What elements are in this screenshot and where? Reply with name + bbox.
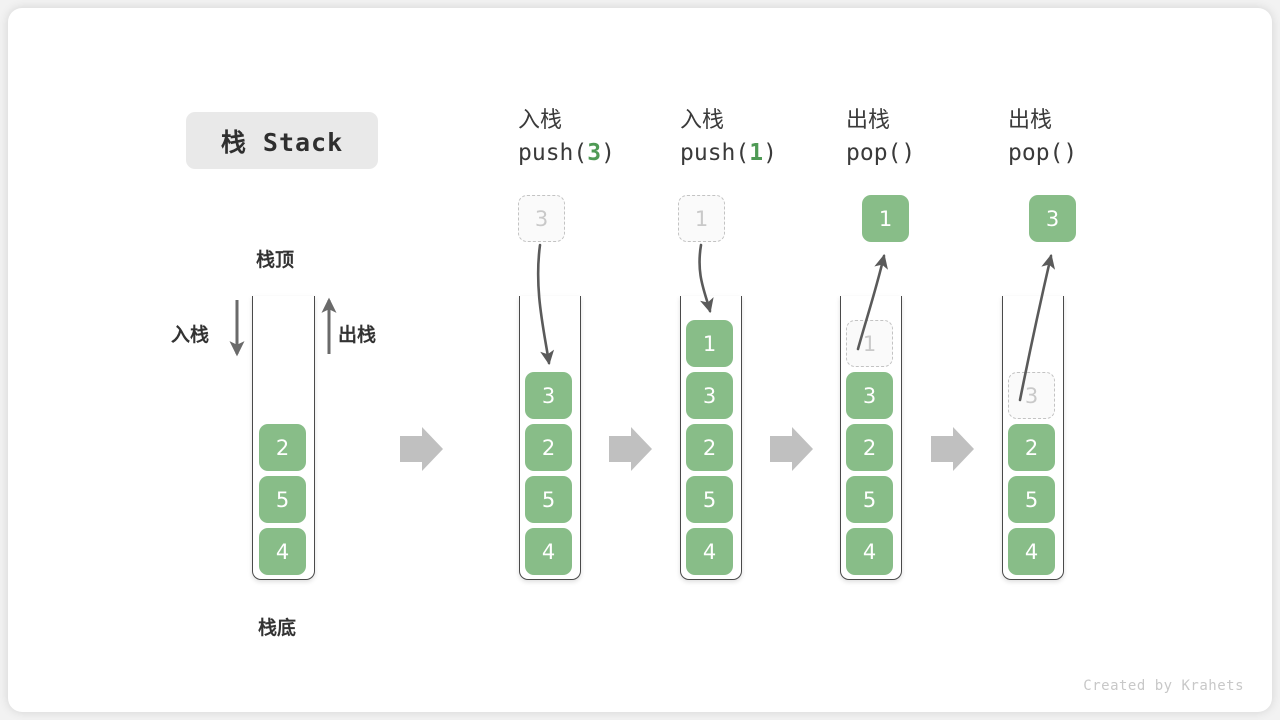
column-op-label: 出栈 bbox=[846, 108, 891, 133]
stack-cell: 4 bbox=[259, 528, 306, 575]
stack-cell: 1 bbox=[686, 320, 733, 367]
column-fn-label: pop() bbox=[846, 136, 1026, 170]
column-header-push-3: 入栈 push(3) bbox=[518, 106, 698, 170]
stack-cell: 3 bbox=[686, 372, 733, 419]
stack-top-label: 栈顶 bbox=[256, 249, 295, 271]
stack-cell: 2 bbox=[525, 424, 572, 471]
diagram-title: 栈 Stack bbox=[220, 127, 344, 157]
stack-cell: 2 bbox=[686, 424, 733, 471]
fn-arg: 3 bbox=[587, 140, 602, 166]
stack-cell: 5 bbox=[259, 476, 306, 523]
column-header-pop-1: 出栈 pop() bbox=[846, 106, 1026, 170]
column-fn-label: pop() bbox=[1008, 136, 1188, 170]
fn-suffix: ) bbox=[1063, 140, 1078, 166]
column-op-label: 入栈 bbox=[680, 108, 725, 133]
stack-cell: 2 bbox=[259, 424, 306, 471]
column-op-label: 入栈 bbox=[518, 108, 563, 133]
column-fn-label: push(1) bbox=[680, 136, 860, 170]
footer-credit: Created by Krahets bbox=[1083, 678, 1244, 694]
fn-prefix: pop( bbox=[1008, 140, 1064, 166]
stack-cell: 4 bbox=[846, 528, 893, 575]
stack-cell: 5 bbox=[686, 476, 733, 523]
fn-prefix: pop( bbox=[846, 140, 902, 166]
pop-direction-label: 出栈 bbox=[338, 324, 377, 346]
push-direction-label: 入栈 bbox=[171, 324, 210, 346]
stack-cell-vacated: 3 bbox=[1008, 372, 1055, 419]
incoming-element: 1 bbox=[678, 195, 725, 242]
column-header-push-1: 入栈 push(1) bbox=[680, 106, 860, 170]
fn-suffix: ) bbox=[901, 140, 916, 166]
fn-prefix: push( bbox=[518, 140, 588, 166]
stack-cell: 5 bbox=[1008, 476, 1055, 523]
incoming-element: 3 bbox=[518, 195, 565, 242]
column-op-label: 出栈 bbox=[1008, 108, 1053, 133]
stack-cell-vacated: 1 bbox=[846, 320, 893, 367]
fn-arg: 1 bbox=[749, 140, 764, 166]
column-fn-label: push(3) bbox=[518, 136, 698, 170]
stack-cell: 2 bbox=[1008, 424, 1055, 471]
stack-bottom-label: 栈底 bbox=[258, 617, 297, 639]
column-header-pop-3: 出栈 pop() bbox=[1008, 106, 1188, 170]
stack-cell: 4 bbox=[1008, 528, 1055, 575]
popped-element: 3 bbox=[1029, 195, 1076, 242]
stack-cell: 3 bbox=[846, 372, 893, 419]
fn-suffix: ) bbox=[763, 140, 777, 166]
stack-cell: 3 bbox=[525, 372, 572, 419]
stack-cell: 4 bbox=[525, 528, 572, 575]
stack-cell: 5 bbox=[525, 476, 572, 523]
popped-element: 1 bbox=[862, 195, 909, 242]
diagram-title-badge: 栈 Stack bbox=[186, 112, 378, 169]
fn-prefix: push( bbox=[680, 140, 750, 166]
stack-cell: 5 bbox=[846, 476, 893, 523]
fn-suffix: ) bbox=[601, 140, 615, 166]
stack-cell: 4 bbox=[686, 528, 733, 575]
stack-cell: 2 bbox=[846, 424, 893, 471]
